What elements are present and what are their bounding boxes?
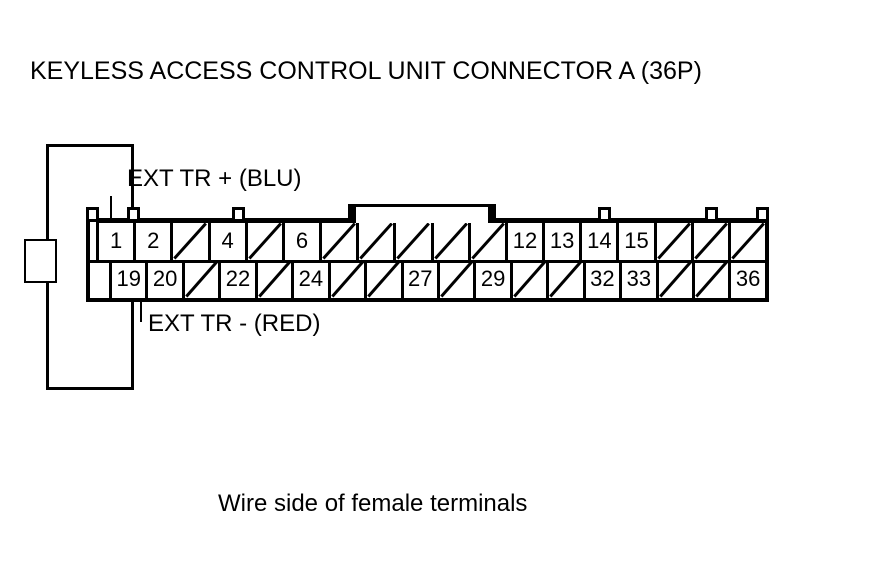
- connector-tab-a: [127, 207, 140, 219]
- connector-cavity-20: 20: [148, 260, 185, 298]
- connector-cavity-24: 24: [294, 260, 331, 298]
- connector-cavity-4: 4: [211, 222, 248, 260]
- connector-cavity-unused: [331, 260, 368, 298]
- unused-cavity-slash-icon: [258, 260, 291, 298]
- connector-tab-c: [598, 207, 611, 219]
- cavity-number: 33: [626, 266, 652, 291]
- unused-cavity-slash-icon: [731, 222, 765, 260]
- connector-cavity-blank: [90, 260, 112, 298]
- unused-cavity-slash-icon: [549, 260, 582, 298]
- cavity-number: 27: [407, 266, 433, 291]
- connector-tab-d: [705, 207, 718, 219]
- cavity-number: 2: [147, 228, 160, 253]
- lead-line-pin-19: [140, 296, 142, 322]
- connector-cavity-unused: [359, 222, 397, 260]
- connector-cavity-33: 33: [622, 260, 659, 298]
- connector-tab-right-edge: [756, 207, 769, 219]
- unused-cavity-slash-icon: [173, 222, 207, 260]
- unused-cavity-slash-icon: [331, 260, 364, 298]
- connector-cavity-unused: [513, 260, 550, 298]
- connector-cavity-unused: [434, 222, 471, 260]
- label-ext-tr-positive: EXT TR + (BLU): [127, 165, 302, 192]
- connector-cavity-unused: [471, 222, 508, 260]
- unused-cavity-slash-icon: [513, 260, 546, 298]
- page-title: KEYLESS ACCESS CONTROL UNIT CONNECTOR A …: [30, 57, 702, 85]
- connector-cavity-27: 27: [404, 260, 440, 298]
- connector-cavity-unused: [322, 222, 360, 260]
- unused-cavity-slash-icon: [185, 260, 218, 298]
- cavity-number: 1: [109, 228, 123, 253]
- unused-cavity-slash-icon: [248, 222, 282, 260]
- cavity-number: 29: [480, 266, 506, 291]
- connector-cavity-14: 14: [582, 222, 620, 260]
- unused-cavity-slash-icon: [367, 260, 400, 298]
- connector-cavity-unused: [731, 222, 765, 260]
- connector-row-divider: [90, 260, 765, 263]
- connector-cavity-unused: [185, 260, 222, 298]
- connector-cavity-12: 12: [508, 222, 546, 260]
- wire-loop-right-upper: [131, 144, 134, 246]
- unused-cavity-slash-icon: [396, 222, 430, 260]
- unused-cavity-slash-icon: [471, 222, 505, 260]
- cavity-number: 22: [225, 266, 251, 291]
- connector-cavity-13: 13: [545, 222, 583, 260]
- connector-cavity-15: 15: [619, 222, 657, 260]
- connector-cavity-unused: [695, 260, 732, 298]
- connector-cavity-unused: [549, 260, 586, 298]
- unused-cavity-slash-icon: [695, 260, 728, 298]
- connector-cavity-unused: [258, 260, 295, 298]
- connector-cavity-unused: [440, 260, 477, 298]
- connector-tab-b: [232, 207, 245, 219]
- connector-cavity-2: 2: [136, 222, 174, 260]
- cavity-number: 13: [549, 228, 575, 253]
- diagram-caption: Wire side of female terminals: [218, 490, 528, 517]
- connector-cavity-6: 6: [285, 222, 323, 260]
- cavity-number: 36: [735, 266, 761, 291]
- connector-cavity-32: 32: [586, 260, 623, 298]
- unused-cavity-slash-icon: [659, 260, 692, 298]
- cavity-number: 24: [298, 266, 324, 291]
- connector-bottom-row: 19 20 22 24 27 29 32 33 36: [90, 260, 765, 298]
- connector-tab-left-edge: [86, 207, 99, 219]
- connector-cavity-unused: [694, 222, 731, 260]
- unused-cavity-slash-icon: [657, 222, 691, 260]
- unused-cavity-slash-icon: [440, 260, 473, 298]
- connector-cavity-unused: [396, 222, 434, 260]
- connector-latch-post-right: [488, 204, 496, 223]
- connector-cavity-unused: [173, 222, 211, 260]
- external-transmitter-box: [24, 239, 57, 283]
- unused-cavity-slash-icon: [359, 222, 393, 260]
- connector-cavity-29: 29: [476, 260, 513, 298]
- unused-cavity-slash-icon: [694, 222, 728, 260]
- cavity-number: 12: [512, 228, 538, 253]
- connector-cavity-unused: [367, 260, 404, 298]
- connector-cavity-1: 1: [96, 222, 137, 260]
- connector-cavity-unused: [657, 222, 694, 260]
- connector-cavity-22: 22: [221, 260, 258, 298]
- cavity-number: 19: [116, 266, 141, 291]
- wire-loop-right-lower: [131, 285, 134, 390]
- connector-cavity-unused: [659, 260, 695, 298]
- cavity-number: 14: [587, 228, 612, 253]
- connector-cavity-19: 19: [112, 260, 149, 298]
- connector-cavity-36: 36: [731, 260, 764, 298]
- cavity-number: 32: [590, 266, 615, 291]
- connector-latch-bracket: [348, 204, 496, 223]
- cavity-number: 4: [221, 228, 234, 253]
- cavity-number: 6: [295, 228, 309, 253]
- unused-cavity-slash-icon: [322, 222, 356, 260]
- connector-latch-post-left: [348, 204, 356, 223]
- unused-cavity-slash-icon: [434, 222, 468, 260]
- label-ext-tr-negative: EXT TR - (RED): [148, 310, 321, 337]
- cavity-number: 15: [624, 228, 649, 253]
- connector-cavity-unused: [248, 222, 285, 260]
- lead-line-pin-1: [110, 196, 112, 220]
- cavity-number: 20: [152, 266, 178, 291]
